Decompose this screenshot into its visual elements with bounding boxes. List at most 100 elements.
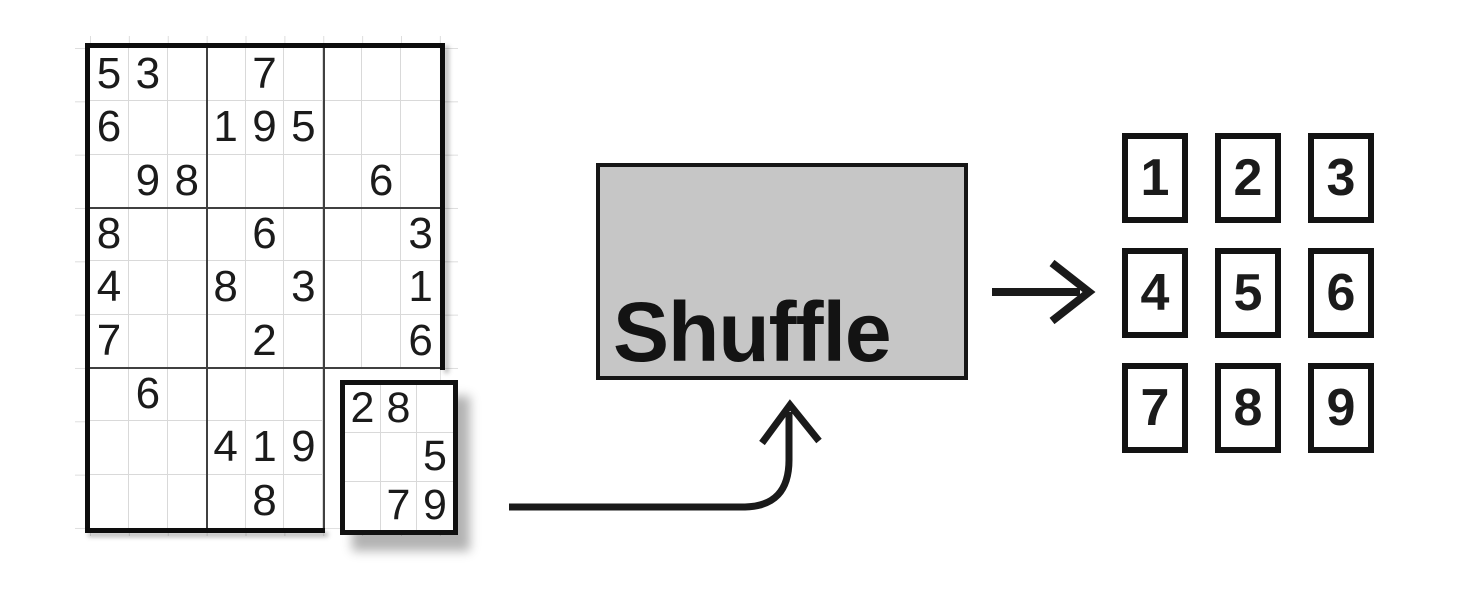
sudoku-cell bbox=[167, 314, 207, 368]
sudoku-cell bbox=[401, 48, 440, 102]
digit-tile: 4 bbox=[1122, 248, 1188, 338]
sudoku-cell bbox=[284, 207, 324, 262]
sudoku-cell bbox=[206, 207, 246, 262]
sudoku-cell bbox=[362, 261, 402, 315]
sudoku-cell: 5 bbox=[284, 101, 324, 155]
digit-tile: 1 bbox=[1122, 133, 1188, 223]
block-divider-horizontal-1 bbox=[90, 207, 440, 209]
sudoku-cell bbox=[323, 48, 363, 102]
sudoku-cell: 9 bbox=[284, 421, 324, 475]
sudoku-cell bbox=[128, 314, 168, 368]
digit-tile: 7 bbox=[1122, 363, 1188, 453]
block-divider-vertical-1 bbox=[206, 48, 208, 528]
sudoku-cell bbox=[362, 48, 402, 102]
sudoku-cell bbox=[323, 261, 363, 315]
shuffle-label: Shuffle bbox=[613, 285, 892, 379]
block-divider-horizontal-2 bbox=[90, 367, 440, 369]
sudoku-cell bbox=[284, 314, 324, 368]
sudoku-cell: 6 bbox=[362, 154, 402, 208]
extracted-block-cell: 8 bbox=[381, 385, 417, 434]
curved-up-arrow-icon bbox=[509, 399, 822, 511]
extracted-block-cell bbox=[345, 481, 381, 530]
digit-tile: 3 bbox=[1308, 133, 1374, 223]
sudoku-cell bbox=[167, 48, 207, 102]
sudoku-cell bbox=[323, 207, 363, 262]
sudoku-cell bbox=[90, 421, 129, 475]
sudoku-cell bbox=[284, 48, 324, 102]
sudoku-cell: 6 bbox=[128, 367, 168, 422]
sudoku-cell bbox=[167, 474, 207, 528]
sudoku-cell: 6 bbox=[245, 207, 285, 262]
grid-border-right bbox=[440, 43, 445, 370]
sudoku-cell bbox=[167, 421, 207, 475]
sudoku-cell: 8 bbox=[245, 474, 285, 528]
sudoku-cell bbox=[245, 261, 285, 315]
sudoku-cell: 1 bbox=[206, 101, 246, 155]
sudoku-cell bbox=[167, 101, 207, 155]
sudoku-cell: 6 bbox=[401, 314, 440, 368]
extracted-block-cell: 5 bbox=[417, 433, 453, 482]
extracted-block-cell: 9 bbox=[417, 481, 453, 530]
digit-tile: 2 bbox=[1215, 133, 1281, 223]
sudoku-cell bbox=[206, 314, 246, 368]
sudoku-cell bbox=[362, 101, 402, 155]
grid-border-left bbox=[85, 43, 90, 533]
sudoku-cell: 7 bbox=[245, 48, 285, 102]
sudoku-cell bbox=[323, 101, 363, 155]
sudoku-cell bbox=[362, 207, 402, 262]
sudoku-cell bbox=[401, 101, 440, 155]
sudoku-cell bbox=[167, 207, 207, 262]
digit-tile: 5 bbox=[1215, 248, 1281, 338]
shuffle-box[interactable]: Shuffle bbox=[596, 163, 968, 380]
sudoku-cell bbox=[284, 474, 324, 528]
sudoku-cell bbox=[167, 367, 207, 422]
right-arrow-icon bbox=[992, 259, 1096, 325]
block-divider-vertical-2 bbox=[323, 48, 325, 528]
extracted-block-cell bbox=[381, 433, 417, 482]
sudoku-cell: 3 bbox=[128, 48, 168, 102]
sudoku-cell: 5 bbox=[90, 48, 129, 102]
sudoku-cell: 8 bbox=[167, 154, 207, 208]
sudoku-cell: 8 bbox=[90, 207, 129, 262]
sudoku-cell: 6 bbox=[90, 101, 129, 155]
extracted-block-cell: 2 bbox=[345, 385, 381, 434]
sudoku-cell bbox=[206, 367, 246, 422]
sudoku-cell: 1 bbox=[245, 421, 285, 475]
grid-border-top bbox=[85, 43, 445, 48]
extracted-block-cell bbox=[345, 433, 381, 482]
sudoku-cell bbox=[245, 154, 285, 208]
digit-tile: 8 bbox=[1215, 363, 1281, 453]
sudoku-cell bbox=[323, 314, 363, 368]
sudoku-cell: 3 bbox=[284, 261, 324, 315]
sudoku-cell: 9 bbox=[128, 154, 168, 208]
sudoku-cell: 1 bbox=[401, 261, 440, 315]
sudoku-cell bbox=[401, 154, 440, 208]
extracted-block-cell bbox=[417, 385, 453, 434]
sudoku-cell bbox=[90, 367, 129, 422]
sudoku-cell: 9 bbox=[245, 101, 285, 155]
sudoku-cell: 4 bbox=[90, 261, 129, 315]
sudoku-cell bbox=[167, 261, 207, 315]
sudoku-cell bbox=[323, 154, 363, 208]
sudoku-cell bbox=[206, 154, 246, 208]
sudoku-cell: 8 bbox=[206, 261, 246, 315]
sudoku-cell: 2 bbox=[245, 314, 285, 368]
sudoku-cell bbox=[206, 48, 246, 102]
sudoku-cell bbox=[128, 207, 168, 262]
sudoku-cell bbox=[128, 101, 168, 155]
sudoku-cell bbox=[245, 367, 285, 422]
grid-border-bottom bbox=[85, 528, 325, 533]
sudoku-cell bbox=[206, 474, 246, 528]
digit-tile: 6 bbox=[1308, 248, 1374, 338]
sudoku-cell bbox=[128, 474, 168, 528]
sudoku-cell bbox=[284, 367, 324, 422]
sudoku-cell bbox=[90, 474, 129, 528]
sudoku-cell bbox=[128, 261, 168, 315]
sudoku-cell bbox=[362, 314, 402, 368]
sudoku-cell bbox=[284, 154, 324, 208]
